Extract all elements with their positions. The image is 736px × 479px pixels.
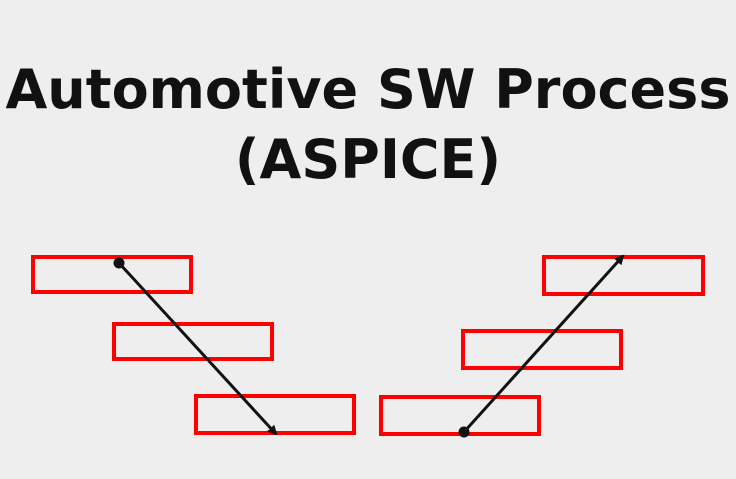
left-box-3	[194, 394, 356, 435]
left-box-2	[112, 322, 274, 361]
title-line-2: (ASPICE)	[234, 128, 502, 191]
right-arrow-start-dot	[458, 426, 470, 438]
title-line-1: Automotive SW Process	[5, 58, 731, 121]
right-up-arrow	[462, 254, 625, 434]
right-box-3	[542, 255, 705, 296]
left-down-arrow	[117, 261, 278, 436]
right-box-2	[461, 329, 623, 370]
page-title: Automotive SW Process (ASPICE)	[0, 55, 736, 195]
left-arrow-start-dot	[113, 257, 125, 269]
left-box-1	[31, 255, 193, 294]
